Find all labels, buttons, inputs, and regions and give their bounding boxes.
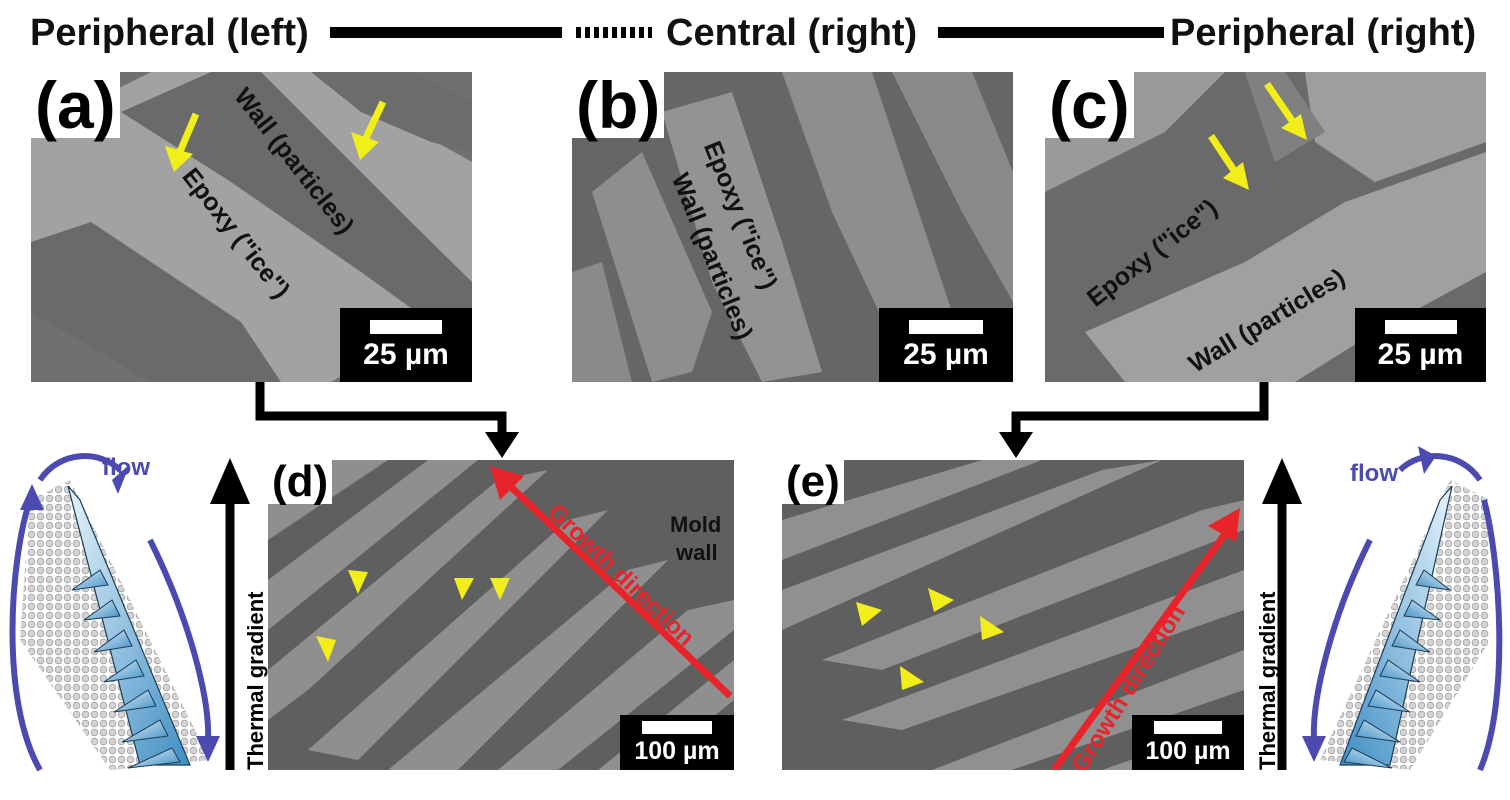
- panel-label-a: (a): [31, 72, 120, 138]
- header-line-left: [330, 27, 562, 38]
- scale-bar-line: [1154, 721, 1222, 734]
- scale-bar-d: 100 µm: [620, 715, 734, 770]
- scale-bar-text-a: 25 µm: [363, 338, 449, 371]
- sem-image-d: (d) Growth direction Mold wall 100 µm: [268, 460, 734, 770]
- panel-label-e: (e): [782, 460, 844, 504]
- scale-bar-line: [642, 721, 712, 734]
- flow-arrowhead-icon: [20, 484, 44, 510]
- mold-wall-label-line2: wall: [676, 540, 718, 565]
- panel-label-b: (b): [572, 72, 665, 138]
- sem-image-b: (b) Wall (particles) Epoxy ("ice") 25 µm: [572, 72, 1013, 382]
- thermal-gradient-label-right: Thermal gradient: [1255, 591, 1280, 770]
- header-right-label: Peripheral (right): [1170, 12, 1477, 54]
- panel-label-d: (d): [268, 460, 333, 504]
- down-arrow-icon: [485, 432, 519, 458]
- scale-bar-b: 25 µm: [879, 308, 1013, 382]
- flow-label-left: flow: [102, 454, 150, 481]
- header-left-label: Peripheral (left): [30, 12, 309, 54]
- flow-arrowhead-icon: [1418, 446, 1436, 474]
- flow-label-right: flow: [1350, 460, 1398, 487]
- scale-bar-text-b: 25 µm: [903, 338, 989, 371]
- scale-bar-text-c: 25 µm: [1377, 338, 1464, 371]
- down-arrow-icon: [999, 432, 1033, 458]
- up-arrow-icon: [210, 458, 250, 504]
- scale-bar-c: 25 µm: [1355, 308, 1486, 382]
- dendrite-schematic-right: [1302, 446, 1503, 772]
- up-arrow-icon: [1262, 458, 1302, 504]
- sem-image-c: (c) Epoxy ("ice") Wall (particles) 25 µm: [1045, 72, 1486, 382]
- scale-bar-text-d: 100 µm: [634, 737, 720, 765]
- header-line-right: [938, 27, 1164, 38]
- scale-bar-line: [370, 320, 442, 334]
- panel-label-c: (c): [1045, 72, 1134, 138]
- scale-bar-e: 100 µm: [1132, 715, 1244, 770]
- header-center-label: Central (right): [666, 12, 918, 54]
- sem-image-e: (e) Growth direction 100 µm: [782, 460, 1244, 770]
- scale-bar-line: [909, 320, 983, 334]
- thermal-gradient-label-left: Thermal gradient: [243, 591, 268, 770]
- sem-image-a: (a) Wall (particles) Epoxy ("ice") 25 µm: [31, 72, 472, 382]
- header-dashed-line: [576, 27, 652, 38]
- mold-wall-label-line1: Mold: [670, 512, 722, 537]
- scale-bar-line: [1384, 320, 1457, 334]
- scale-bar-text-e: 100 µm: [1145, 737, 1231, 765]
- scale-bar-a: 25 µm: [340, 308, 472, 382]
- dendrite-schematic-left: [9, 453, 220, 772]
